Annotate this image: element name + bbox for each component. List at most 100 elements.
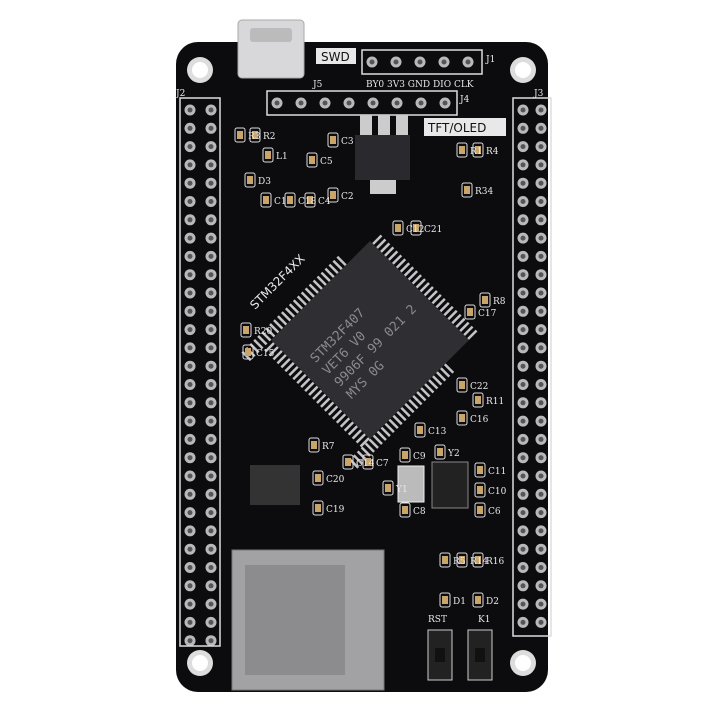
smd-component-outline [308,437,320,453]
header-pin-hole [520,235,526,241]
mcu-pin [396,410,407,422]
header-pin-hole [538,180,544,186]
header-pin-hole [538,199,544,204]
smd-component-outline [474,482,486,498]
smd-component-outline [456,410,468,426]
smd-component-outline [439,592,451,608]
header-pin-hole [538,107,544,113]
header-pin-hole [208,162,214,168]
header-pin-hole [187,583,193,589]
mcu-pin [296,373,307,385]
smd-component-outline [410,220,422,236]
header-pin-hole [208,400,214,406]
component-label: R7 [322,442,335,452]
smd-component [309,156,315,164]
mcu-pin [384,422,395,433]
mcu-pin [399,262,411,273]
smd-component-outline [456,552,468,568]
component-label: C18 [298,197,317,207]
mcu-pin [368,438,379,449]
component-label: C17 [478,309,497,319]
header-pin-hole [520,290,526,296]
smd-component [475,556,481,564]
smd-component-outline [472,142,484,158]
crystal-y2 [431,461,469,509]
mcu-pin [356,450,368,461]
header-pin-hole [520,491,526,497]
header-pin-hole [187,400,193,406]
mcu-pin [347,425,359,436]
header-pin-hole [520,528,526,534]
regulator-pin [378,115,390,135]
header-pin-hole [208,638,214,644]
header-pin-hole [538,528,544,534]
header-pin-hole [187,180,193,186]
component-label: R34 [475,187,494,197]
mcu-pin [415,278,426,289]
header-pin-hole [187,491,193,497]
mcu-pin [463,325,474,336]
mcu-pin [304,381,315,392]
mcu-pin [428,379,439,390]
header-pin-hole [187,217,193,223]
header-pin-hole [520,363,526,369]
mcu-pin [265,327,276,338]
header-pin-hole [187,601,193,607]
reset-button[interactable] [427,629,453,681]
smd-component [345,458,351,466]
mcu-pin [316,393,327,404]
mcu-pin [324,267,335,278]
header-pin-hole [520,583,526,589]
header-pin-hole [208,290,214,296]
mcu-pin [403,266,415,277]
header-pin-hole [520,180,526,186]
j4-label: J4 [459,95,470,105]
smd-component [395,224,401,232]
swd-label-bg [316,48,356,64]
mcu-pin [423,286,434,297]
smd-component-outline [472,552,484,568]
mcu-pin [328,263,339,275]
header-pin-hole [520,308,526,314]
component-label: C19 [326,505,345,515]
smd-component [315,504,321,512]
smd-component [315,474,321,482]
header-pin-hole [520,455,526,461]
header-pin-hole [187,418,193,424]
component-label: C2 [341,192,354,202]
tft-label: TFT/OLED [427,121,486,135]
mcu-pin [335,413,347,424]
mcu-pin [339,417,351,428]
smd-component-outline [399,447,411,463]
regulator-pin [360,115,372,135]
smd-component-outline [461,182,473,198]
mcu-pin [272,350,283,361]
mcu-pin [387,250,399,261]
mcu-pin [352,454,364,465]
header-pin-hole [520,546,526,552]
mcu-pin [443,363,455,374]
header-pin-hole [538,327,544,333]
header-pin-hole [394,100,400,106]
mcu-pin [327,405,339,416]
mcu-pin [439,301,450,313]
header-pin-hole [520,619,526,625]
header-pin-hole [520,253,526,259]
smd-component-outline [434,444,446,460]
smd-component-outline [439,552,451,568]
smd-component [482,296,488,304]
mcu-pin [395,258,407,269]
header-pin-hole [187,345,193,351]
smd-component [475,396,481,404]
component-label: R11 [486,397,504,407]
header-pin-hole [187,125,193,131]
smd-component-outline [249,127,261,143]
component-label: C4 [318,197,331,207]
mcu-pin [407,270,419,281]
mcu-pin [416,391,427,402]
smd-component-outline [244,172,256,188]
smd-component-outline [312,500,324,516]
header-pin-hole [520,436,526,442]
